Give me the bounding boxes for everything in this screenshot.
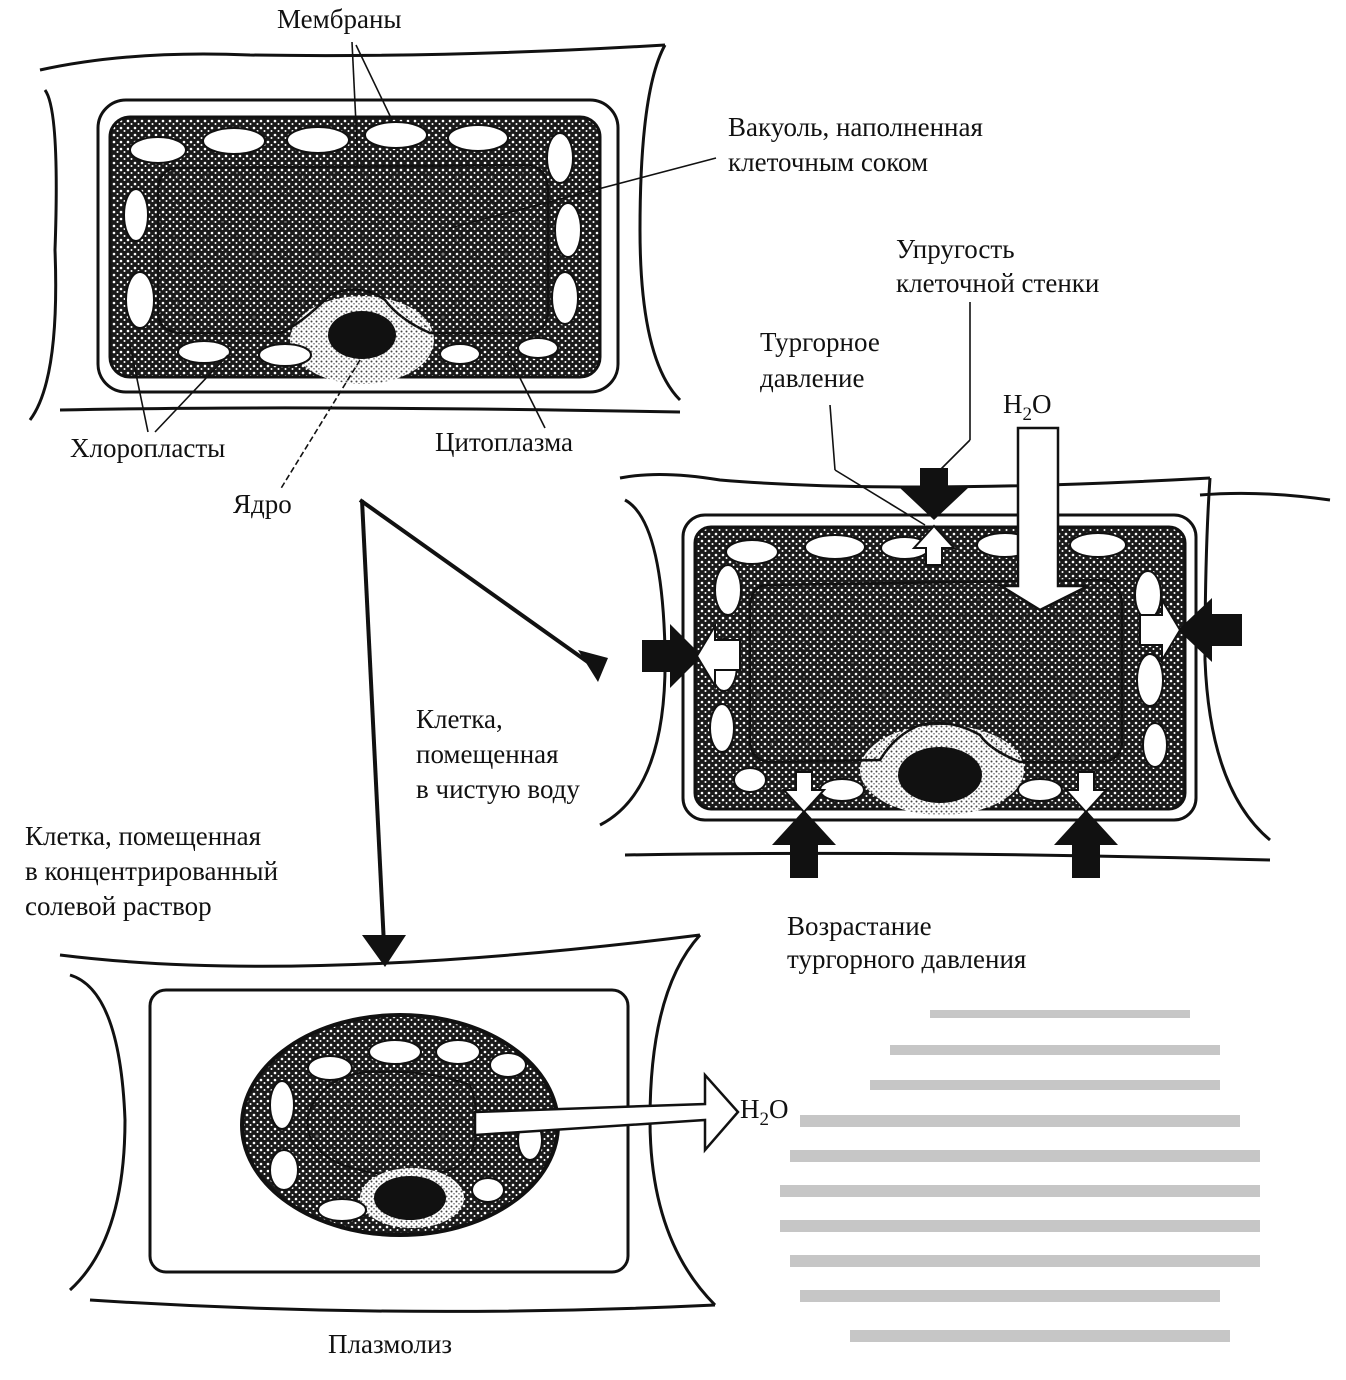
label-turgor-line2: давление [760, 363, 865, 393]
water-top-o: O [1032, 389, 1052, 419]
water-top-sub: 2 [1022, 404, 1033, 425]
label-pure-water-line2: помещенная [416, 739, 559, 769]
label-membranes: Мембраны [277, 4, 402, 34]
water-top-h: H [1003, 389, 1023, 419]
label-chloroplasts: Хлоропласты [70, 433, 226, 463]
label-elasticity-line2: клеточной стенки [896, 268, 1100, 298]
scan-noise [780, 1010, 1260, 1342]
label-cytoplasm: Цитоплазма [435, 427, 573, 457]
process-arrows [358, 498, 608, 967]
chloroplasts [123, 121, 582, 367]
label-salt-line3: солевой раствор [25, 891, 212, 921]
water-outflow-arrow [473, 1071, 740, 1154]
leader-lines-right [829, 302, 971, 526]
label-vacuole-line1: Вакуоль, наполненная [728, 112, 983, 142]
plasmolysed-cell [59, 933, 740, 1313]
nucleus [374, 1176, 446, 1220]
turgor-arrows [695, 524, 1182, 814]
nucleus [328, 311, 396, 359]
normal-cell [28, 43, 682, 421]
chloroplasts [269, 1039, 543, 1222]
wall-pressure-arrows [642, 468, 1242, 878]
turgid-cell [599, 426, 1331, 878]
water-bottom-sub: 2 [759, 1109, 770, 1130]
label-pure-water-line1: Клетка, [416, 704, 503, 734]
label-nucleus: Ядро [233, 489, 292, 519]
label-plasmolysis: Плазмолиз [328, 1329, 453, 1359]
label-salt-line1: Клетка, помещенная [25, 821, 262, 851]
label-elasticity-line1: Упругость [896, 234, 1015, 264]
label-water-top: H2O [1003, 388, 1052, 425]
label-increase-line1: Возрастание [787, 911, 932, 941]
leader-lines-top [129, 41, 717, 491]
water-inflow-arrow [996, 426, 1089, 612]
vacuole [748, 578, 1124, 764]
water-bottom-h: H [740, 1094, 760, 1124]
label-salt-line2: в концентрированный [25, 856, 279, 886]
label-vacuole-line2: клеточным соком [728, 147, 929, 177]
label-pure-water-line3: в чистую воду [416, 774, 580, 804]
label-water-bottom: H2O [740, 1093, 789, 1130]
label-increase-line2: тургорного давления [787, 944, 1027, 974]
nucleus [898, 747, 982, 803]
vacuole [306, 1070, 478, 1177]
water-bottom-o: O [769, 1094, 789, 1124]
vacuole [156, 163, 550, 335]
label-turgor-line1: Тургорное [760, 327, 880, 357]
